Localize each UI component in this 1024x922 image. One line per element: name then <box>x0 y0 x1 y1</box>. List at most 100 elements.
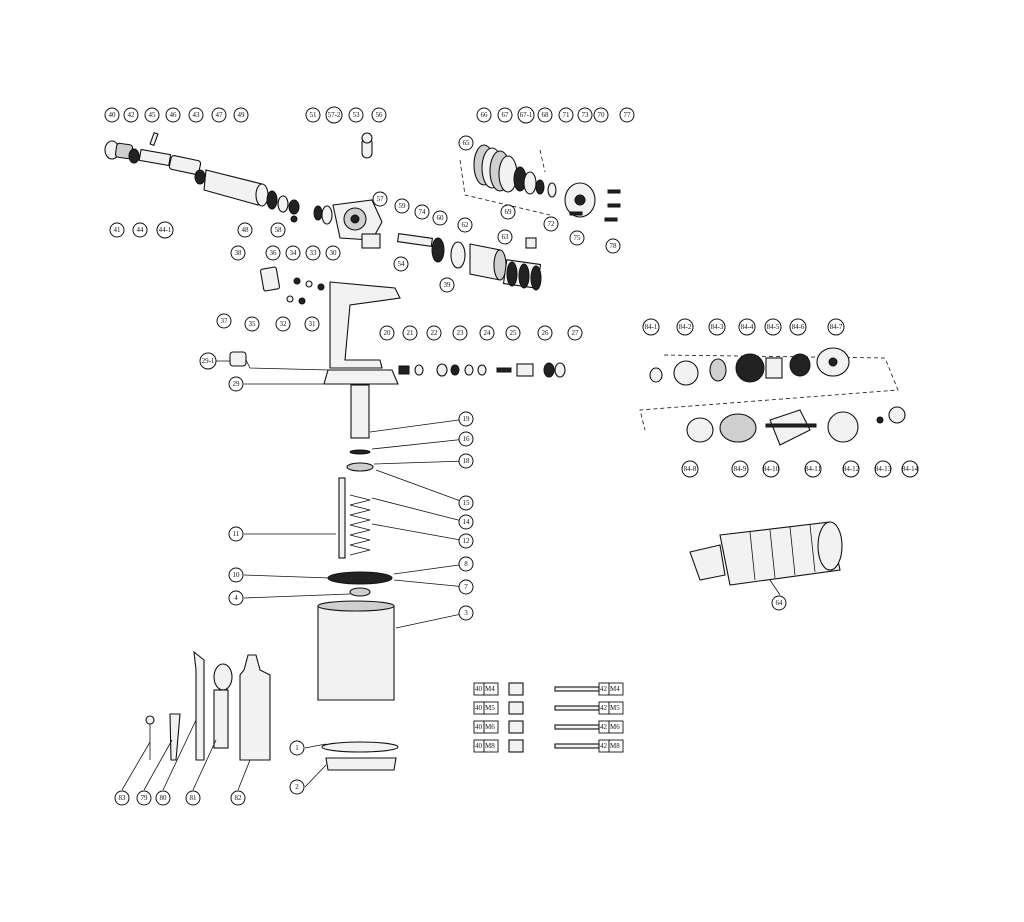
callout-circle <box>114 790 130 806</box>
callout-number: 12 <box>463 537 471 545</box>
callout-62: 62 <box>457 217 473 233</box>
callout-circle <box>199 352 217 370</box>
callout-circle <box>439 277 455 293</box>
size-box <box>483 739 499 753</box>
callout-number: 84-13 <box>875 465 892 473</box>
callout-circle <box>619 107 635 123</box>
callout-circle <box>558 107 574 123</box>
callout-number: 84-6 <box>792 323 805 331</box>
callout-67: 67 <box>497 107 513 123</box>
leader-lines <box>121 360 781 791</box>
callout-circle <box>165 107 181 123</box>
callout-circle <box>458 579 474 595</box>
callout-number: 41 <box>114 226 122 234</box>
callout-circle <box>402 325 418 341</box>
callout-circle <box>567 325 583 341</box>
part-number: 40 <box>475 704 483 712</box>
callout-circle <box>458 514 474 530</box>
callout-number: 44-1 <box>159 226 172 234</box>
callout-circle <box>458 556 474 572</box>
callout-number: 11 <box>233 530 240 538</box>
callout-circle <box>426 325 442 341</box>
callout-number: 35 <box>249 320 257 328</box>
callout-12: 12 <box>458 533 474 549</box>
callout-51: 51 <box>305 107 321 123</box>
callout-number: 29-1 <box>202 357 215 365</box>
callout-1: 1 <box>289 740 305 756</box>
callout-80: 80 <box>155 790 171 806</box>
callout-number: 59 <box>399 202 407 210</box>
size-value: M8 <box>610 742 620 750</box>
callout-circle <box>305 107 321 123</box>
callout-number: 10 <box>233 571 241 579</box>
callout-number: 3 <box>464 609 468 617</box>
callout-75: 75 <box>569 230 585 246</box>
callout-circle <box>458 411 474 427</box>
callout-number: 23 <box>457 329 465 337</box>
callout-circle <box>211 107 227 123</box>
head-assembly <box>313 132 383 249</box>
callout-circle <box>304 316 320 332</box>
callout-circle <box>270 222 286 238</box>
callout-circle <box>569 230 585 246</box>
callout-number: 67 <box>502 111 510 119</box>
size-value: M6 <box>610 723 620 731</box>
callout-57-2: 57-2 <box>325 106 343 124</box>
callout-circle <box>681 460 699 478</box>
callout-number: 84-4 <box>741 323 754 331</box>
part-number: 40 <box>475 685 483 693</box>
callout-circle <box>188 107 204 123</box>
callout-number: 18 <box>463 457 471 465</box>
callout-number: 73 <box>582 111 590 119</box>
callout-circle <box>738 318 756 336</box>
callout-number: 84-7 <box>830 323 843 331</box>
callout-number: 25 <box>510 329 518 337</box>
callout-73: 73 <box>577 107 593 123</box>
callout-number: 33 <box>310 249 318 257</box>
callout-circle <box>874 460 892 478</box>
callout-38: 38 <box>230 245 246 261</box>
callout-number: 82 <box>235 794 243 802</box>
callout-84-2: 84-2 <box>676 318 694 336</box>
callout-circle <box>517 106 535 124</box>
size-value: M8 <box>485 742 495 750</box>
callout-35: 35 <box>244 316 260 332</box>
callout-66: 66 <box>476 107 492 123</box>
callout-circle <box>577 107 593 123</box>
callout-11: 11 <box>228 526 244 542</box>
callout-circle <box>642 318 660 336</box>
callout-circle <box>497 229 513 245</box>
callout-circle <box>371 107 387 123</box>
callout-number: 8 <box>464 560 468 568</box>
callout-4: 4 <box>228 590 244 606</box>
callout-number: 51 <box>310 111 318 119</box>
callout-30: 30 <box>325 245 341 261</box>
callout-number: 84-5 <box>767 323 780 331</box>
callout-67-1: 67-1 <box>517 106 535 124</box>
callout-number: 56 <box>376 111 384 119</box>
callout-10: 10 <box>228 567 244 583</box>
callout-number: 84-8 <box>684 465 697 473</box>
nose-assembly <box>104 131 300 223</box>
callout-number: 37 <box>221 317 229 325</box>
callout-number: 44 <box>137 226 145 234</box>
callout-19: 19 <box>458 411 474 427</box>
cylinder-parts <box>396 233 542 291</box>
callout-78: 78 <box>605 238 621 254</box>
callout-68: 68 <box>537 107 553 123</box>
callout-number: 63 <box>502 233 510 241</box>
callout-circle <box>185 790 201 806</box>
callout-circle <box>458 453 474 469</box>
callout-number: 26 <box>542 329 550 337</box>
callout-number: 79 <box>141 794 149 802</box>
callout-number: 14 <box>463 518 471 526</box>
callout-number: 32 <box>280 320 288 328</box>
callout-number: 2 <box>295 783 299 791</box>
callout-number: 30 <box>330 249 338 257</box>
callout-circle <box>458 135 474 151</box>
